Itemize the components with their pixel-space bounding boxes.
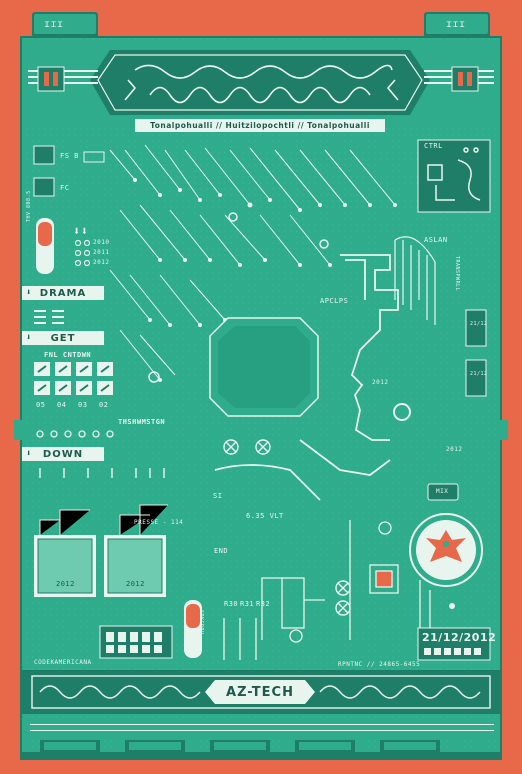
double-down-arrow-icon: ⬇⬇ [73,224,89,238]
get-label: GET [50,332,76,344]
head-year-label-2: 2012 [446,446,463,453]
get-button[interactable]: GET [22,331,104,345]
footer-title: AZ-TECH [212,683,308,701]
knob-label-02: 02 [99,401,109,409]
label-vlt: 6.35 VLT [246,512,284,520]
side-label-right: TRANSPWRLL [454,256,460,292]
label-fsb: FS B [60,152,79,160]
head-year-label: 2012 [372,379,389,386]
label-fnl-cntdwn: FNL CNTDWN [44,351,92,359]
get-down-arrow-icon: ⬇ [26,333,32,343]
drama-down-arrow-icon: ⬇ [26,288,32,298]
resistor-label-1: 21/12 [470,321,488,327]
year-2011: 2011 [93,249,110,256]
chip-1-year: 2012 [56,580,75,588]
label-end: END [214,547,229,555]
label-thshwmstgn: THSHWMSTGN [118,418,166,426]
label-ctrl: CTRL [424,142,443,150]
chip-2-year: 2012 [126,580,145,588]
resistor-side-label: SDKCDRV [198,610,204,635]
label-fc: FC [60,184,70,192]
drama-label: DRAMA [39,287,87,299]
knob-label-04: 04 [57,401,67,409]
label-mix: MIX [436,488,449,495]
label-r30: R30 [224,600,239,608]
label-rpntnc: RPNTNC // 24865-6455 [338,661,421,668]
down-label: DOWN [42,448,84,460]
knob-label-05: 05 [36,401,46,409]
date-display: 21/12/2012 [422,631,497,644]
resistor-label-2: 21/12 [470,371,488,377]
year-2012: 2012 [93,259,110,266]
header-subtitle: Tonalpohualli // Huitzilopochtli // Tona… [150,121,370,130]
label-si: SI [213,492,223,500]
label-r32: R32 [256,600,271,608]
label-aslan: ASLAN [424,236,448,244]
down-button[interactable]: DOWN [22,447,104,461]
label-presse: PRESSE - 114 [134,519,184,526]
label-codekamericana: CODEKAMERICANA [34,659,92,666]
top-left-tab-label: ɪɪɪ [44,19,64,30]
year-2010: 2010 [93,239,110,246]
top-right-tab-label: ɪɪɪ [446,19,466,30]
drama-button[interactable]: DRAMA [22,286,104,300]
knob-label-03: 03 [78,401,88,409]
label-thv: THV 808.5 [26,190,32,222]
label-r31: R31 [240,600,255,608]
down-down-arrow-icon: ⬇ [26,449,32,459]
label-apclps: APCLPS [320,297,349,305]
